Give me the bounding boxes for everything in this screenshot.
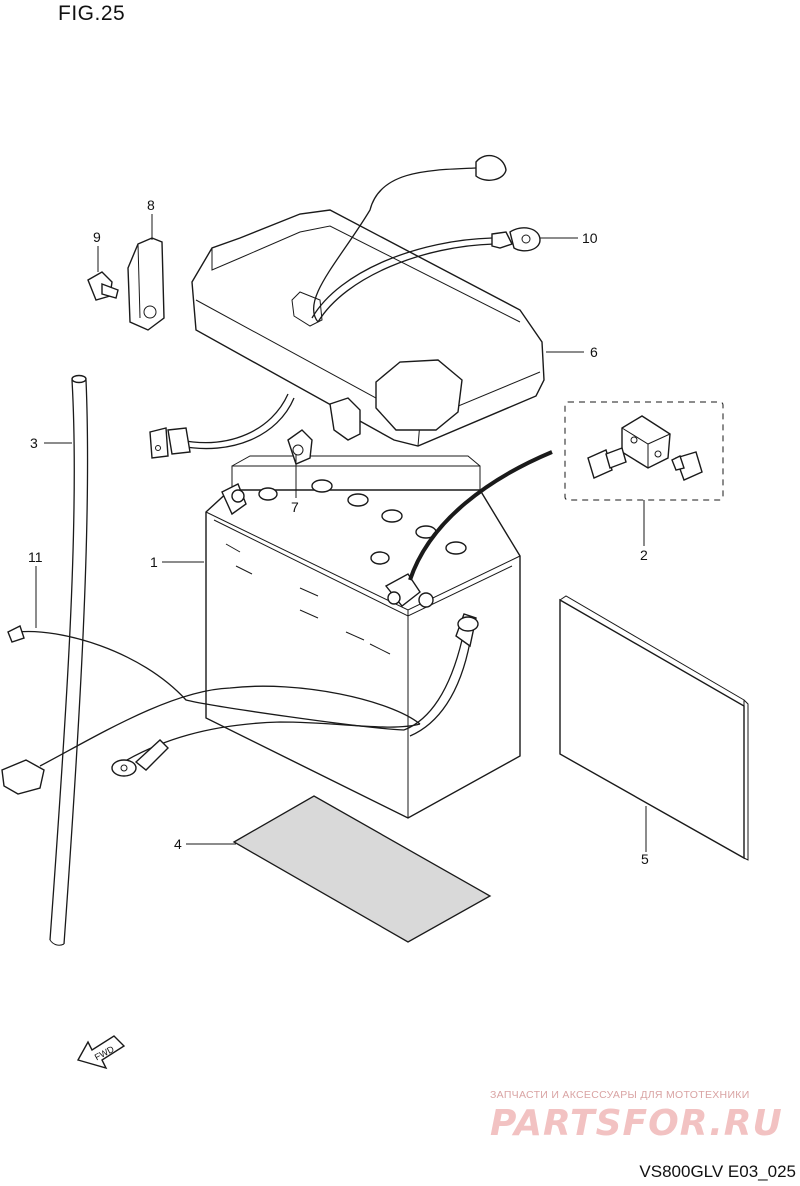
forward-direction-arrow: FWD (76, 1035, 126, 1070)
bolt-part-9 (87, 271, 119, 301)
side-plate-part (559, 595, 749, 861)
callout-6: 6 (590, 344, 598, 360)
watermark-logo: PARTSFOR.RU (490, 1103, 783, 1144)
battery-cable-part-10 (311, 154, 541, 323)
vent-hose-line (408, 450, 553, 581)
terminal-kit-part (564, 401, 724, 501)
battery-cover-part (191, 209, 545, 447)
battery-part (205, 455, 521, 819)
callout-4: 4 (174, 836, 182, 852)
callout-3: 3 (30, 435, 38, 451)
figure-code: VS800GLV E03_025 (639, 1162, 796, 1181)
callout-1: 1 (150, 554, 158, 570)
battery-pad-part (232, 795, 492, 943)
bracket-part (127, 237, 165, 331)
wire-harness-part (1, 625, 421, 795)
cable-left-of-cover (179, 393, 289, 444)
leader-lines (35, 214, 647, 852)
callout-8: 8 (147, 197, 155, 213)
callout-9: 9 (93, 229, 101, 245)
breather-hose-part (49, 374, 89, 946)
callout-10: 10 (582, 230, 598, 246)
figure-title: FIG.25 (58, 2, 126, 25)
watermark-subtitle: ЗАПЧАСТИ И АКСЕССУАРЫ ДЛЯ МОТОТЕХНИКИ (490, 1089, 750, 1101)
callout-numbers: 1 2 3 4 5 6 7 8 9 10 11 (28, 197, 649, 867)
positive-cable-line (403, 639, 463, 731)
callout-7: 7 (291, 499, 299, 515)
callout-11: 11 (28, 549, 43, 565)
callout-2: 2 (640, 547, 648, 563)
callout-5: 5 (641, 851, 649, 867)
bolt-part-7 (287, 429, 313, 465)
